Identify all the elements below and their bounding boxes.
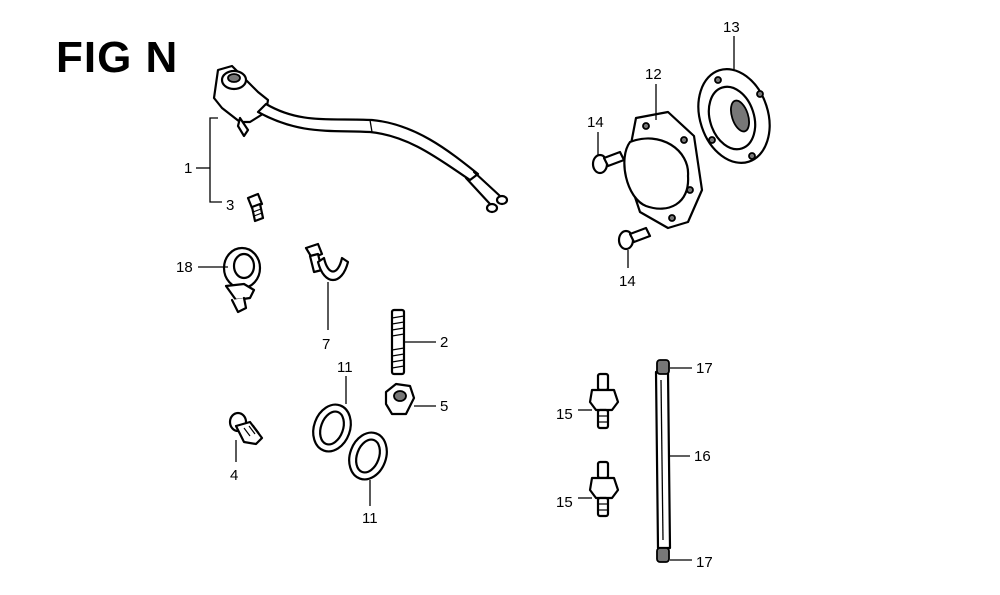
callout-3: 3 — [226, 197, 234, 214]
callout-13: 13 — [723, 19, 740, 36]
fitting-icon — [588, 372, 620, 518]
callout-7: 7 — [322, 336, 330, 353]
callout-16: 16 — [694, 448, 711, 465]
callout-14-bottom: 14 — [619, 273, 636, 290]
flange-bolt-icon — [228, 411, 264, 446]
callout-2: 2 — [440, 334, 448, 351]
callout-5: 5 — [440, 398, 448, 415]
clamp-icon — [222, 246, 262, 314]
cover-icon — [623, 110, 704, 230]
stud-bolt-icon — [390, 308, 406, 376]
callout-11-bottom: 11 — [362, 510, 378, 527]
bolt-icon — [246, 192, 265, 223]
callout-14-top: 14 — [587, 114, 604, 131]
callout-17-top: 17 — [696, 360, 713, 377]
callout-1: 1 — [184, 160, 192, 177]
callout-15-top: 15 — [556, 406, 573, 423]
clip-icon — [304, 242, 350, 281]
nut-icon — [384, 382, 416, 416]
callout-15-bottom: 15 — [556, 494, 573, 511]
callout-17-bottom: 17 — [696, 554, 713, 571]
callout-4: 4 — [230, 467, 238, 484]
callout-11-top: 11 — [337, 359, 353, 376]
wire-harness-icon — [212, 64, 509, 214]
figure-title: FIG N — [56, 33, 179, 82]
callout-18: 18 — [176, 259, 193, 276]
cap-icon — [656, 359, 670, 563]
gasket-icon — [312, 403, 388, 481]
flange-ring-icon — [697, 68, 771, 164]
callout-12: 12 — [645, 66, 662, 83]
tube-icon — [654, 370, 672, 550]
screw-icon — [591, 150, 652, 251]
